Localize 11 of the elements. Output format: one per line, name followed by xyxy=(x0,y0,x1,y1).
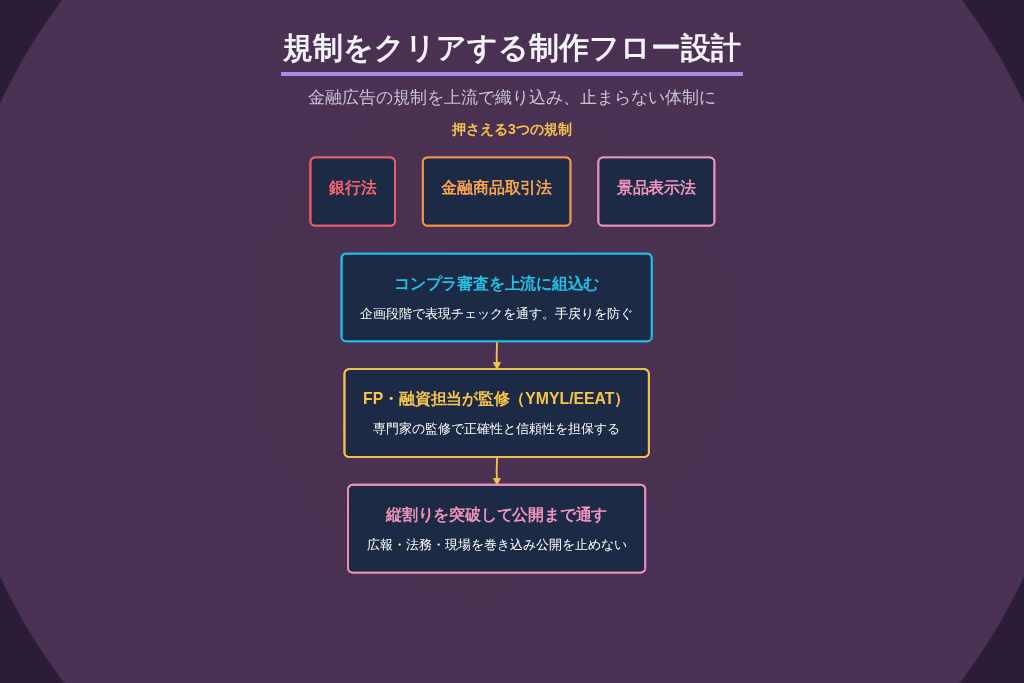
regulation-box: 金融商品取引法 xyxy=(421,156,571,227)
process-step-box: コンプラ審査を上流に組込む 企画段階で表現チェックを通す。手戻りを防ぐ xyxy=(340,252,653,343)
regulation-box: 銀行法 xyxy=(309,156,396,227)
arrow xyxy=(492,340,501,370)
process-step-box: 縦割りを突破して公開まで通す 広報・法務・現場を巻き込み公開を止めない xyxy=(346,483,646,574)
subtitle: 金融広告の規制を上流で織り込み、止まらない体制に xyxy=(308,87,716,109)
arrow xyxy=(492,456,501,486)
section-heading: 押さえる3つの規制 xyxy=(452,121,572,139)
regulation-box: 景品表示法 xyxy=(596,156,715,227)
process-step-box: FP・融資担当が監修（YMYL/EEAT） 専門家の監修で正確性と信頼性を担保する xyxy=(343,368,650,458)
title: 規制をクリアする制作フロー設計 xyxy=(281,28,743,76)
